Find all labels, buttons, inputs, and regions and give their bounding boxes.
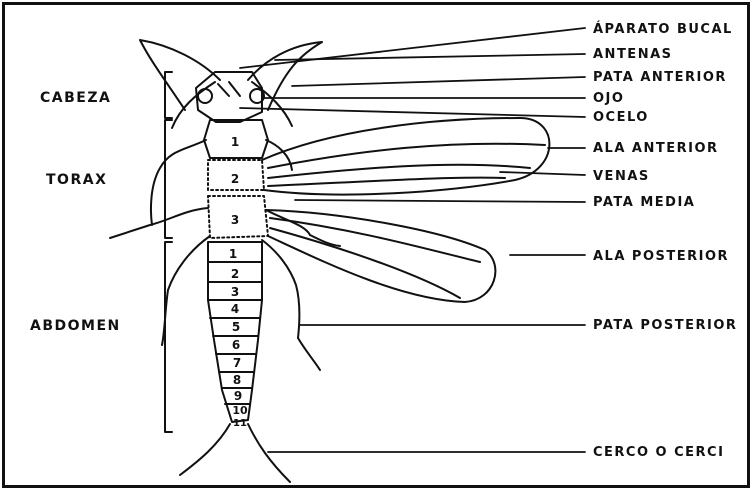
thorax-number: 3 (231, 213, 239, 227)
label-mouthparts: ÁPARATO BUCAL (593, 21, 733, 37)
region-label-thorax: TORAX (46, 172, 107, 188)
eye-left (198, 89, 212, 103)
hindwing (266, 210, 495, 302)
leg-mid-left (110, 208, 208, 238)
label-antennae: ANTENAS (593, 47, 673, 62)
abdomen-number: 1 (229, 247, 237, 261)
label-cerci: CERCO O CERCI (593, 445, 724, 460)
abdomen-number: 6 (232, 338, 240, 352)
thorax-number: 1 (231, 135, 239, 149)
abdomen-number: 5 (232, 320, 240, 334)
abdomen-number: 3 (231, 285, 239, 299)
label-hindwing: ALA POSTERIOR (593, 249, 729, 264)
thorax-number: 2 (231, 172, 239, 186)
leg-hind-left (162, 236, 210, 345)
label-midleg: PATA MEDIA (593, 195, 695, 210)
leg-front-left (151, 140, 206, 225)
bracket-head (165, 72, 172, 118)
abdomen-number: 7 (233, 356, 241, 370)
antenna-left (140, 40, 220, 110)
label-forewing: ALA ANTERIOR (593, 141, 719, 156)
label-hindleg: PATA POSTERIOR (593, 318, 737, 333)
abdomen-number: 10 (232, 404, 248, 417)
head (196, 72, 262, 122)
forewing (262, 118, 549, 195)
cerci (180, 424, 290, 482)
label-ocellus: OCELO (593, 110, 649, 125)
antenna-right (248, 42, 322, 110)
abdomen-number: 2 (231, 267, 239, 281)
abdomen-number: 9 (234, 389, 242, 403)
bracket-abdomen (165, 242, 172, 432)
label-foreleg: PATA ANTERIOR (593, 70, 727, 85)
label-eye: OJO (593, 91, 624, 106)
abdomen-number: 8 (233, 373, 241, 387)
region-label-head: CABEZA (40, 90, 111, 106)
abdomen-number: 11 (233, 418, 247, 429)
region-label-abdomen: ABDOMEN (30, 318, 121, 334)
leader-lines (240, 28, 585, 452)
leg-hind-right (262, 240, 320, 370)
abdomen-number: 4 (231, 302, 239, 316)
label-veins: VENAS (593, 169, 650, 184)
